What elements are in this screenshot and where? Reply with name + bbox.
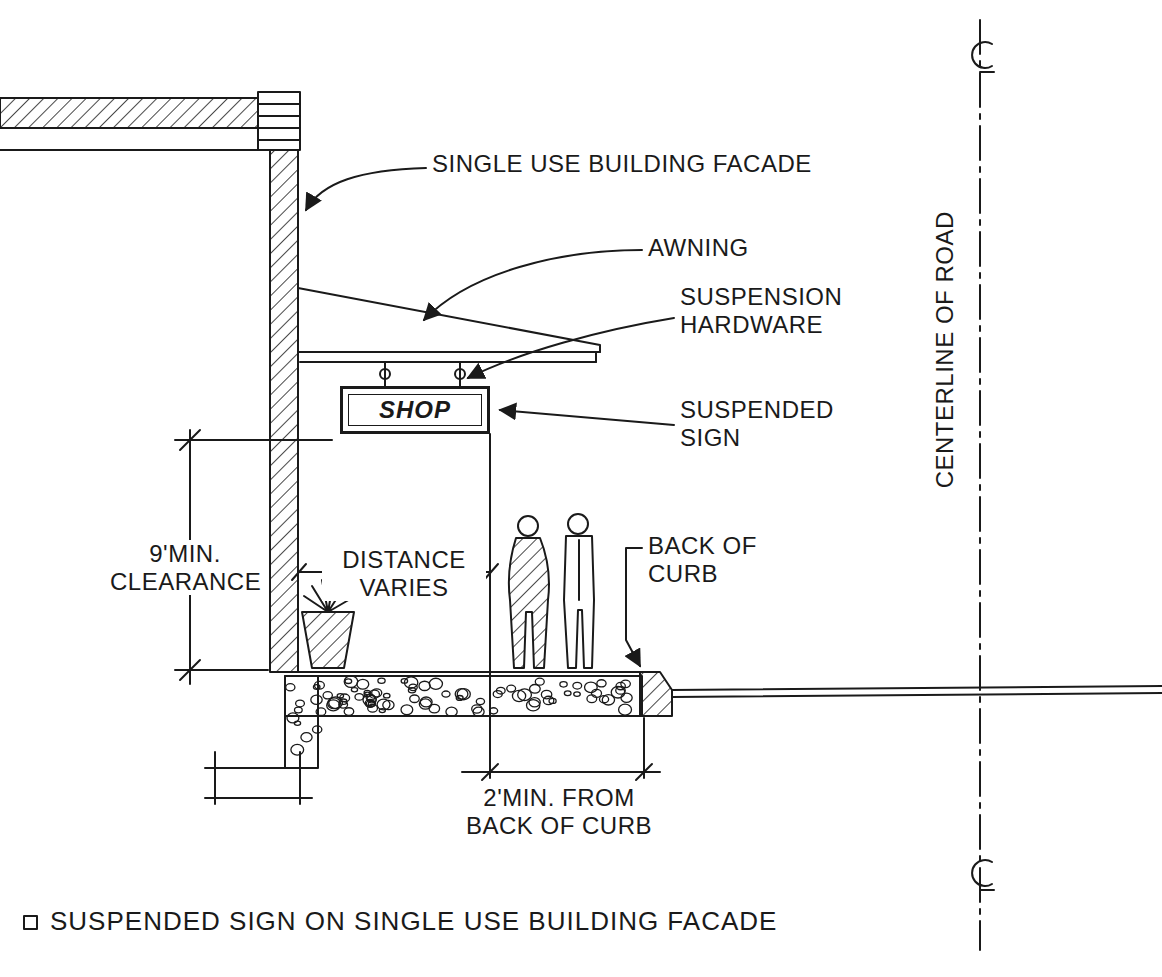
callout-label: BACK OF CURB bbox=[646, 532, 790, 587]
pedestrians bbox=[509, 514, 594, 668]
callout-label: AWNING bbox=[646, 234, 751, 262]
curb bbox=[640, 672, 672, 716]
dimension-label: DISTANCE VARIES bbox=[322, 546, 486, 601]
footing-dimension bbox=[205, 752, 312, 804]
caption-marker bbox=[24, 916, 37, 929]
curb-dimension bbox=[462, 718, 660, 780]
callout-label: SUSPENSION HARDWARE bbox=[678, 283, 862, 338]
callout-label: SUSPENDED SIGN bbox=[678, 396, 842, 451]
sidewalk-section bbox=[285, 672, 1162, 768]
suspended-sign: SHOP bbox=[340, 386, 490, 434]
awning bbox=[298, 288, 600, 352]
distance-dimension bbox=[292, 434, 498, 778]
facade-wall bbox=[270, 150, 298, 672]
callout-label: SINGLE USE BUILDING FACADE bbox=[430, 150, 814, 178]
suspension-hardware bbox=[380, 362, 465, 386]
roof-slab bbox=[0, 98, 262, 128]
leader-line bbox=[500, 410, 674, 425]
parapet bbox=[258, 92, 300, 150]
dimension-label: 2'MIN. FROM BACK OF CURB bbox=[452, 784, 666, 839]
road-centerline bbox=[979, 20, 981, 950]
leader-line bbox=[468, 318, 674, 378]
leader-line bbox=[424, 250, 642, 320]
dimension-label: 9'MIN. CLEARANCE bbox=[108, 540, 262, 595]
centerline-symbol bbox=[972, 42, 994, 890]
centerline-label: CENTERLINE OF ROAD bbox=[931, 209, 959, 490]
figure-caption: SUSPENDED SIGN ON SINGLE USE BUILDING FA… bbox=[50, 906, 777, 937]
leader-line bbox=[306, 168, 426, 210]
sign-text: SHOP bbox=[379, 396, 451, 424]
curb-arrow bbox=[626, 548, 642, 666]
